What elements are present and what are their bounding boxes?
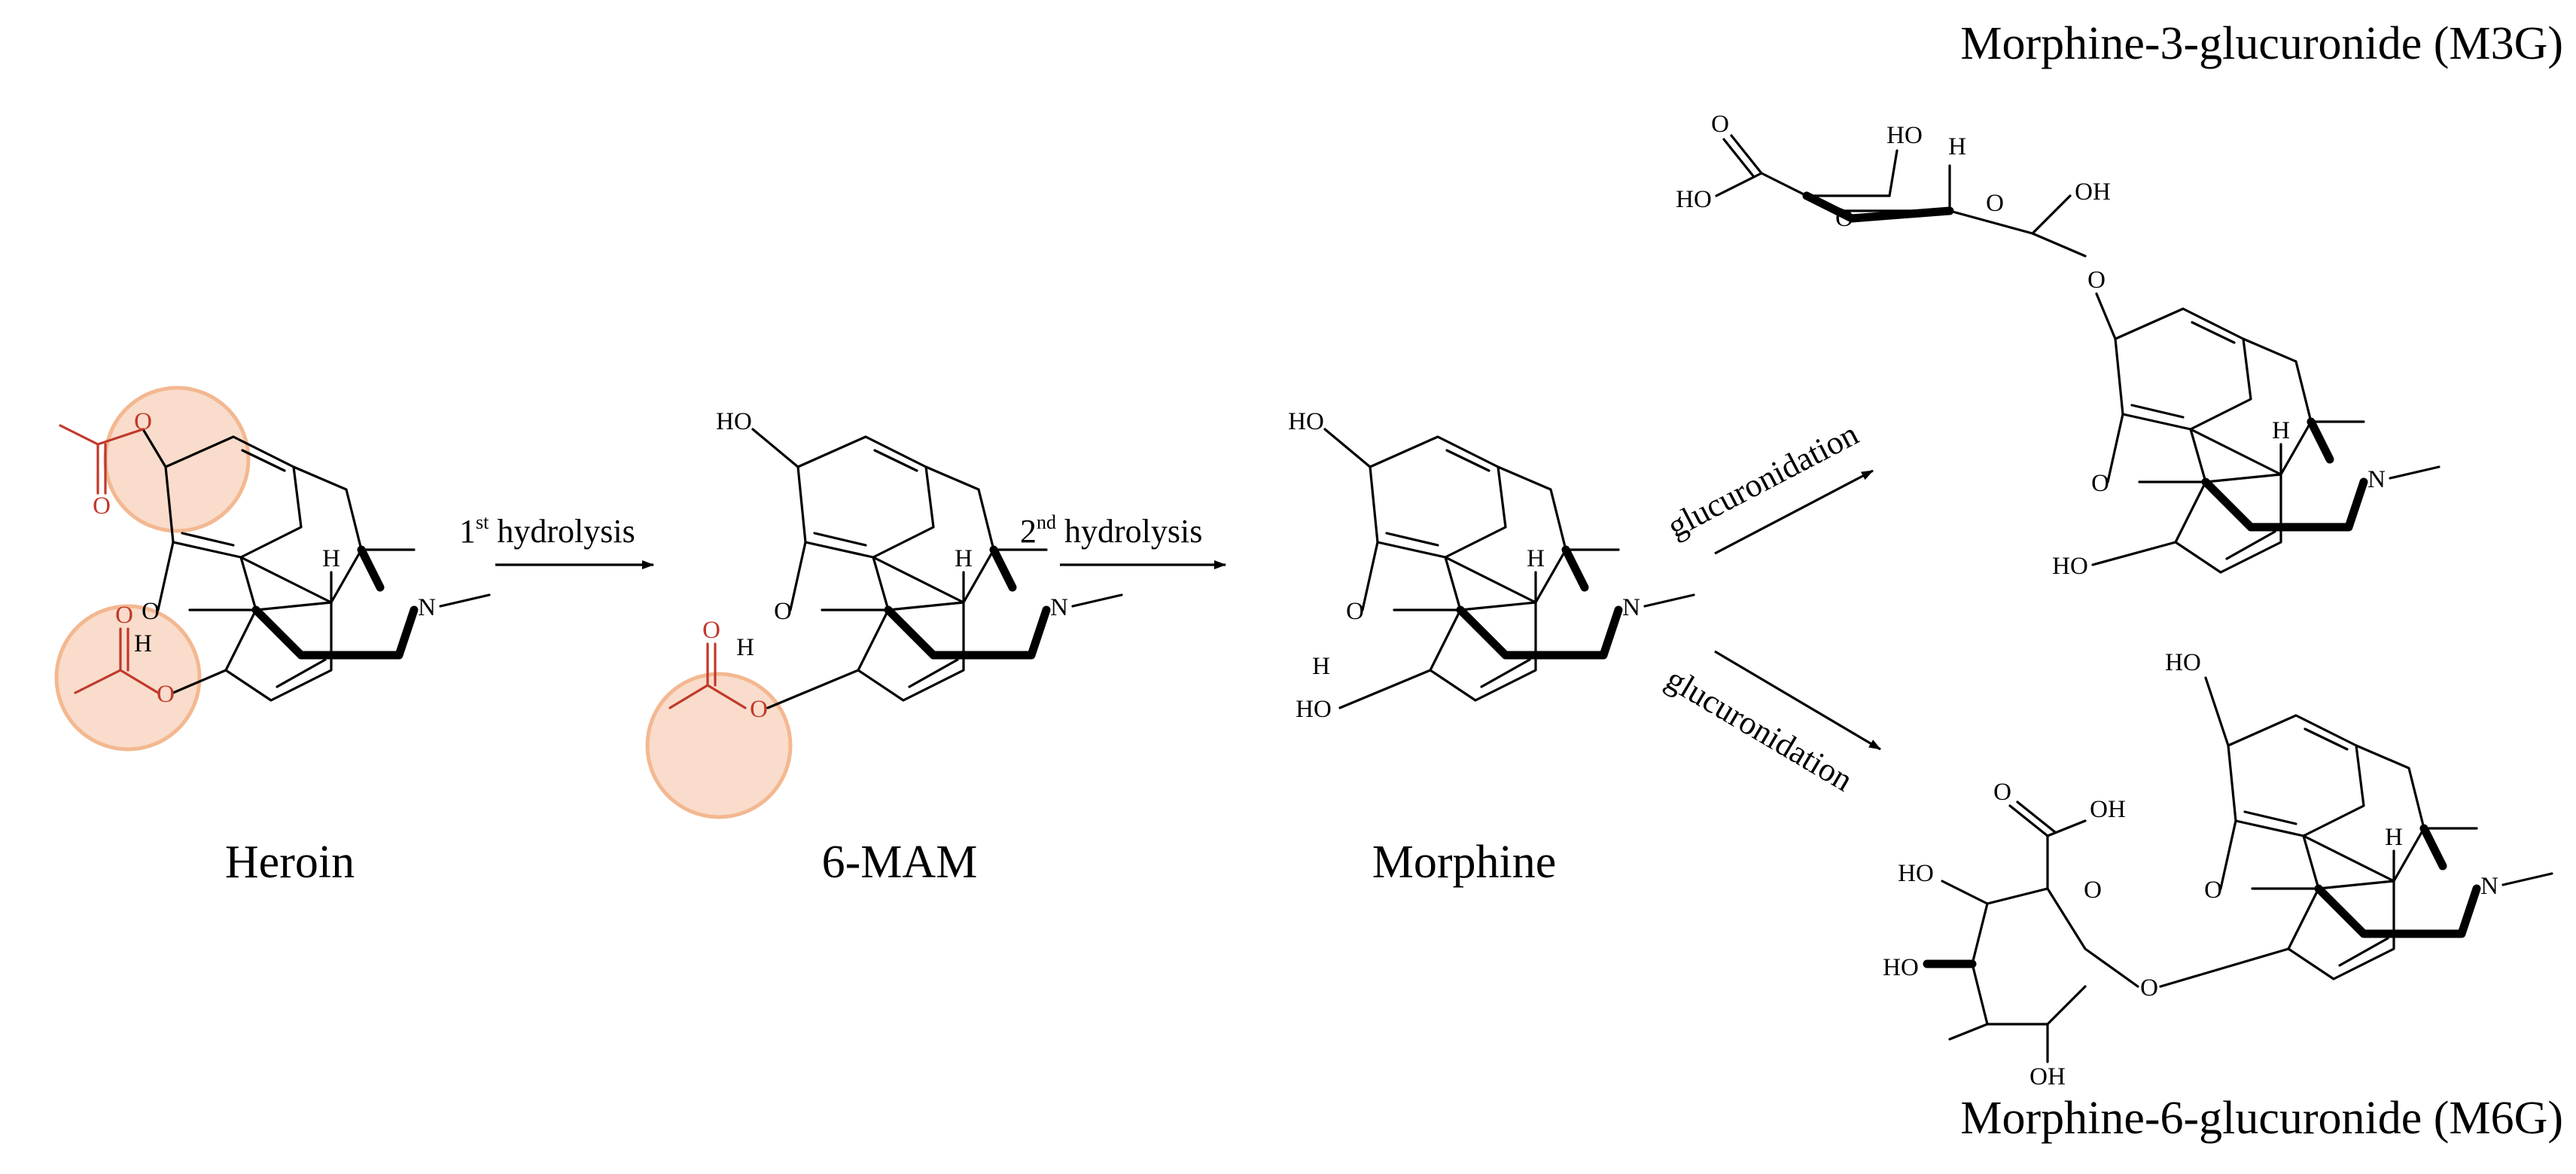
hydroxyl-label: HO: [1886, 122, 1923, 149]
acetyl-oxygen-atom: O: [750, 696, 768, 723]
acetyl-highlight-6: [54, 604, 202, 752]
heroin-caption: Heroin: [225, 837, 355, 888]
hydrogen-atom: H: [1948, 133, 1966, 160]
second-hydrolysis-label: 2nd hydrolysis: [1020, 511, 1202, 550]
m6g-caption: Morphine-6-glucuronide (M6G): [1960, 1093, 2563, 1144]
mam-structure: HO O O H: [645, 408, 1122, 819]
hydroxyl-label: OH: [2029, 1063, 2066, 1090]
hydrogen-atom: H: [134, 630, 152, 657]
hydrogen-atom: H: [1312, 653, 1330, 680]
glucuronidation-up-arrow: glucuronidation: [1661, 415, 1874, 555]
hydroxyl-label: OH: [2090, 796, 2126, 823]
hydroxyl-label: OH: [2075, 178, 2111, 206]
mam-caption: 6-MAM: [822, 837, 978, 888]
heroin-structure: O O O O H: [54, 386, 489, 752]
hydrogen-atom: H: [736, 634, 754, 661]
carbonyl-oxygen-atom: O: [1993, 779, 2011, 806]
acetyl-highlight-6: [645, 672, 793, 819]
glycosidic-oxygen-atom: O: [2087, 267, 2106, 294]
m3g-structure: O HO O HO H O OH O HO: [1676, 111, 2439, 580]
ring-oxygen-atom: O: [2084, 877, 2102, 904]
glycosidic-oxygen-atom: O: [2140, 974, 2158, 1002]
carbonyl-oxygen-atom: O: [702, 617, 720, 644]
carbonyl-oxygen-atom: O: [115, 602, 133, 629]
glucuronidation-label-lower: glucuronidation: [1660, 660, 1859, 798]
hydroxyl-label: HO: [1288, 408, 1324, 435]
acetyl-oxygen-atom: O: [157, 681, 175, 708]
ring-oxygen-atom: O: [1835, 205, 1853, 232]
hydroxyl-label: HO: [716, 408, 752, 435]
glucuronidation-down-arrow: glucuronidation: [1660, 650, 1881, 798]
morphine-caption: Morphine: [1372, 837, 1557, 888]
morphine-structure: HO HO H: [1288, 408, 1694, 723]
m3g-caption: Morphine-3-glucuronide (M3G): [1960, 18, 2563, 69]
hydroxyl-label: HO: [1676, 186, 1712, 213]
m6g-structure: HO O O O OH HO HO OH: [1883, 649, 2552, 1090]
hydroxyl-label: HO: [2165, 649, 2201, 676]
first-hydrolysis-label: 1st hydrolysis: [459, 511, 635, 550]
first-hydrolysis-arrow: 1st hydrolysis: [459, 511, 654, 569]
carbonyl-oxygen-atom: O: [93, 492, 111, 520]
second-hydrolysis-arrow: 2nd hydrolysis: [1020, 511, 1226, 569]
carbonyl-oxygen-atom: O: [1711, 111, 1729, 138]
hydroxyl-label: HO: [1883, 954, 1919, 981]
hydroxyl-label: HO: [1296, 696, 1332, 723]
hydroxyl-label: HO: [1898, 860, 1934, 887]
acetyl-highlight-3: [103, 386, 251, 533]
hydroxyl-label: HO: [2052, 553, 2088, 580]
glucuronidation-label-upper: glucuronidation: [1661, 415, 1865, 545]
acetyl-oxygen-atom: O: [134, 408, 152, 435]
ring-oxygen-atom: O: [1986, 190, 2004, 217]
